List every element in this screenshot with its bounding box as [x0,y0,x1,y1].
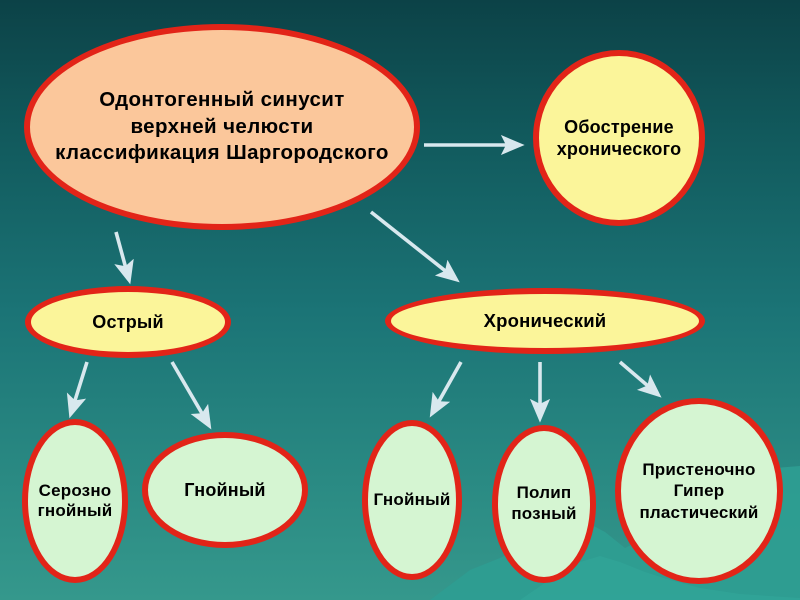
edge-root-to-chronic [369,210,460,283]
edge-chronic-to-purulent-chronic [429,361,463,418]
node-chronic[interactable]: Хронический [385,288,705,354]
edge-acute-to-serous-purulent [66,361,89,419]
edge-root-to-acute [114,231,134,285]
node-purulent-chronic[interactable]: Гнойный [362,420,462,580]
node-purulent-acute-label: Гнойный [184,479,266,500]
edge-chronic-to-parietal-hyperplastic [618,360,662,398]
node-parietal-hyperplastic[interactable]: Пристеночно Гипер пластический [615,398,783,584]
node-purulent-chronic-label: Гнойный [373,490,451,510]
node-serous-purulent[interactable]: Серозно гнойный [22,419,128,583]
node-purulent-acute[interactable]: Гнойный [142,432,308,548]
node-exacerbation-label: Обострение хронического [556,116,682,160]
node-parietal-hyperplastic-label: Пристеночно Гипер пластический [639,460,759,522]
node-polypous[interactable]: Полип позный [492,425,596,583]
node-chronic-label: Хронический [483,310,607,332]
node-exacerbation-of-chronic[interactable]: Обострение хронического [533,50,705,226]
edge-acute-to-purulent-acute [170,361,212,430]
node-polypous-label: Полип позный [511,483,577,523]
node-root-label: Одонтогенный синусит верхней челюсти кла… [55,88,389,165]
node-root-odontogenic-sinusitis[interactable]: Одонтогенный синусит верхней челюсти кла… [24,24,420,230]
node-acute-label: Острый [92,311,164,332]
node-acute[interactable]: Острый [25,286,231,358]
node-serous-purulent-label: Серозно гнойный [37,481,113,520]
